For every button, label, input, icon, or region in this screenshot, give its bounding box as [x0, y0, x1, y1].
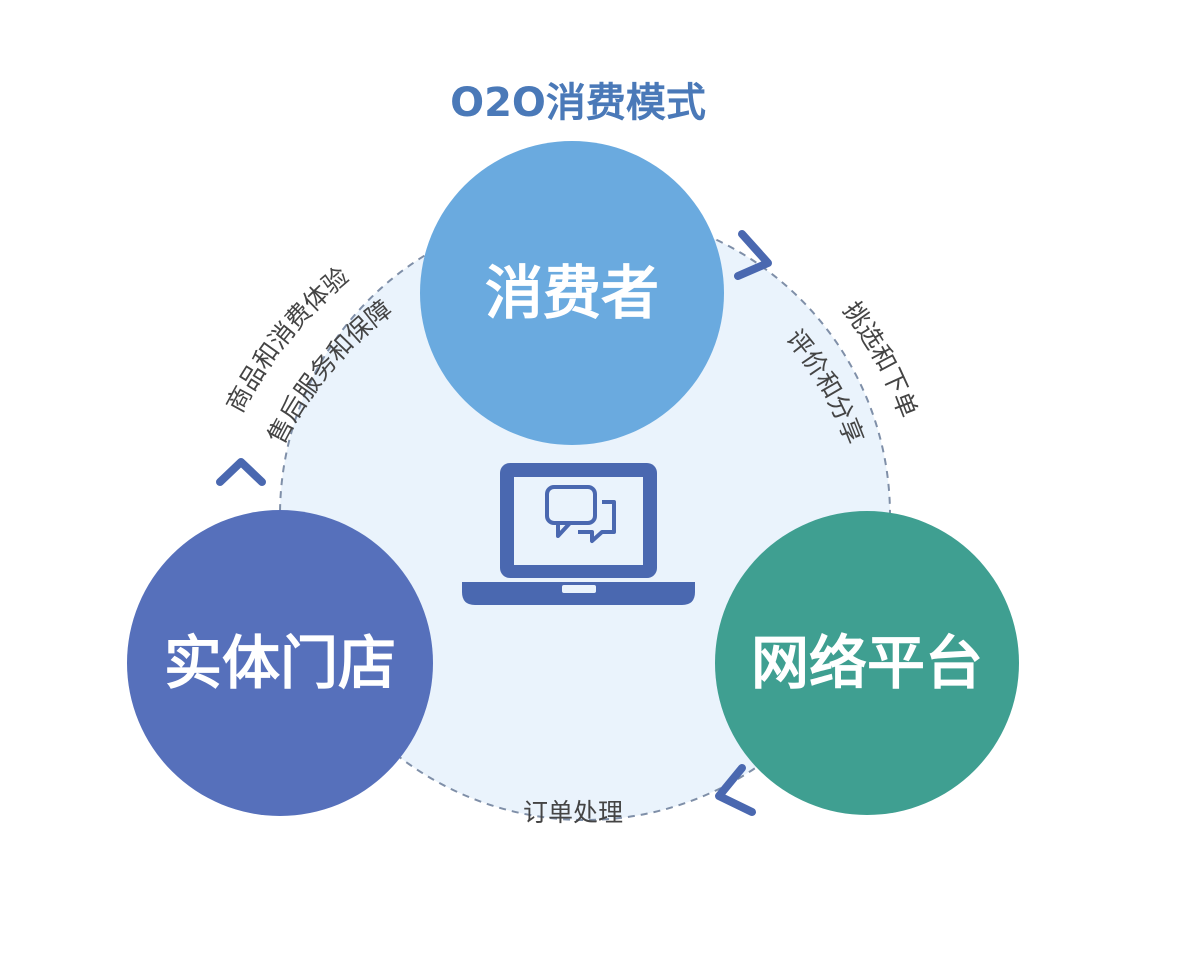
arrow-consumer-to-platform-icon: [734, 230, 772, 280]
arrow-platform-to-store-icon: [715, 764, 756, 816]
node-consumer: 消费者: [420, 141, 724, 445]
node-store: 实体门店: [127, 510, 433, 816]
arrow-store-to-consumer-icon: [216, 458, 266, 486]
laptop-chat-icon: [462, 463, 695, 605]
chat-bubbles-icon: [545, 485, 616, 543]
node-platform-label: 网络平台: [751, 629, 983, 697]
node-store-label: 实体门店: [164, 629, 396, 697]
node-platform: 网络平台: [715, 511, 1019, 815]
diagram-title: O2O消费模式: [450, 80, 706, 126]
edge-label-order-processing: 订单处理: [523, 798, 623, 827]
node-consumer-label: 消费者: [485, 259, 659, 327]
